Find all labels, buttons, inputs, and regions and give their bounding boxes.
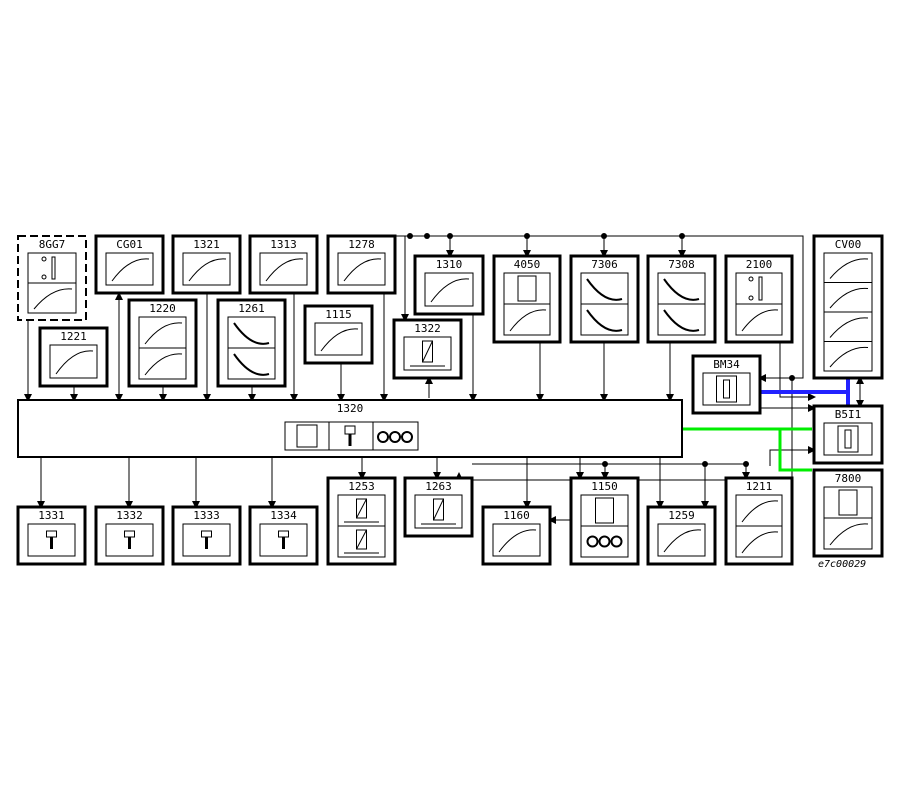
- wire: [395, 235, 804, 382]
- component-label: B5I1: [835, 408, 862, 421]
- component-1253[interactable]: 1253: [326, 476, 397, 566]
- component-1333[interactable]: 1333: [171, 505, 242, 566]
- temperature-sensor-icon: [49, 344, 98, 379]
- component-label: 1115: [325, 308, 352, 321]
- injector-icon: [259, 523, 308, 557]
- solenoid-and-turbo-icon: [337, 494, 386, 558]
- component-label: 1278: [348, 238, 375, 251]
- component-1220[interactable]: 1220: [127, 298, 198, 388]
- switch-and-pedal-icon: [657, 272, 706, 336]
- component-1221[interactable]: 1221: [38, 326, 109, 388]
- components: 1320 8GG7 CG01 1321 1313 1278 1221 1220 1261 1115…: [16, 234, 884, 566]
- wire: [769, 446, 816, 466]
- injector-icon: [182, 523, 231, 557]
- component-7306[interactable]: 7306: [569, 254, 640, 344]
- component-label: 1253: [348, 480, 375, 493]
- accelerator-pedal-icon: [227, 316, 276, 380]
- component-label: 1334: [270, 509, 297, 522]
- component-1160[interactable]: 1160: [481, 505, 552, 566]
- can-bus-wire: [760, 378, 850, 394]
- fuel-pump-icon: [735, 494, 783, 558]
- component-1259[interactable]: 1259: [646, 505, 717, 566]
- component-label: 1332: [116, 509, 143, 522]
- component-cv00[interactable]: CV00: [812, 234, 884, 380]
- component-4050[interactable]: 4050: [492, 254, 562, 344]
- component-label: 8GG7: [39, 238, 66, 251]
- component-1278[interactable]: 1278: [326, 234, 397, 295]
- solenoid-valve-icon: [403, 336, 452, 371]
- component-1313[interactable]: 1313: [248, 234, 319, 295]
- component-label: CV00: [835, 238, 862, 251]
- component-label: 1150: [591, 480, 618, 493]
- injector-icon: [105, 523, 154, 557]
- component-label: 1259: [668, 509, 695, 522]
- component-1263[interactable]: 1263: [403, 476, 474, 538]
- component-bm34[interactable]: BM34: [691, 354, 762, 415]
- ecu-and-esp-icon: [823, 486, 873, 550]
- relay-unit-icon: [823, 422, 873, 456]
- component-1332[interactable]: 1332: [94, 505, 165, 566]
- component-1261[interactable]: 1261: [216, 298, 287, 388]
- component-b5i1[interactable]: B5I1: [812, 404, 884, 465]
- wire: [779, 342, 816, 401]
- component-label: 1333: [193, 509, 220, 522]
- component-label: 1220: [149, 302, 176, 315]
- van-bus-wire: [778, 429, 812, 472]
- capacitor-icon: [182, 252, 231, 286]
- component-1115[interactable]: 1115: [303, 304, 374, 365]
- component-1334[interactable]: 1334: [248, 505, 319, 566]
- component-label: 1331: [38, 509, 65, 522]
- component-label: 7306: [591, 258, 618, 271]
- component-label: 1320: [337, 402, 364, 415]
- glow-plugs-icon: [492, 523, 541, 557]
- component-2100[interactable]: 2100: [724, 254, 794, 344]
- variable-resistor-icon: [424, 272, 474, 307]
- component-label: 1321: [193, 238, 220, 251]
- diagram-reference: e7c00029: [818, 559, 866, 570]
- engine-speed-sensor-icon: [259, 252, 308, 286]
- component-label: 1313: [270, 238, 297, 251]
- junction-dot: [407, 233, 413, 239]
- diagnostic-connector-icon: [105, 252, 154, 286]
- component-label: 1263: [425, 480, 452, 493]
- component-1321[interactable]: 1321: [171, 234, 242, 295]
- engine-icon: [657, 523, 706, 557]
- heater-resistor-icon: [337, 252, 386, 286]
- component-1150[interactable]: 1150: [569, 476, 640, 566]
- component-label: 7800: [835, 472, 862, 485]
- junction-dot: [424, 233, 430, 239]
- component-label: 1322: [414, 322, 441, 335]
- ecu-and-tank-icon: [503, 272, 551, 336]
- component-7308[interactable]: 7308: [646, 254, 717, 344]
- component-label: CG01: [116, 238, 143, 251]
- component-1322[interactable]: 1322: [392, 318, 463, 380]
- component-label: 1261: [238, 302, 265, 315]
- component-7800[interactable]: 7800: [812, 468, 884, 558]
- steering-wheel-module-icon: [823, 252, 873, 372]
- component-1320[interactable]: 1320: [17, 399, 683, 458]
- solenoid-valve-icon: [414, 494, 463, 529]
- relay-unit-icon: [702, 372, 751, 406]
- component-label: 1221: [60, 330, 87, 343]
- component-label: 1160: [503, 509, 530, 522]
- switch-and-light-icon: [27, 252, 77, 314]
- injector-icon: [27, 523, 76, 557]
- component-label: 7308: [668, 258, 695, 271]
- component-label: 1211: [746, 480, 773, 493]
- ecu-injector-glow-icon: [284, 421, 419, 451]
- component-1331[interactable]: 1331: [16, 505, 87, 566]
- coolant-temperature-icon: [138, 316, 187, 380]
- component-label: 1310: [436, 258, 463, 271]
- component-cg01[interactable]: CG01: [94, 234, 165, 295]
- switch-and-pedal-icon: [580, 272, 629, 336]
- ecu-and-glow-icon: [580, 494, 629, 558]
- cylinder-reference-sensor-icon: [314, 322, 363, 356]
- component-1310[interactable]: 1310: [413, 254, 485, 316]
- component-1211[interactable]: 1211: [724, 476, 794, 566]
- component-label: 2100: [746, 258, 773, 271]
- component-label: BM34: [713, 358, 740, 371]
- component-label: 4050: [514, 258, 541, 271]
- switch-and-brake-light-icon: [735, 272, 783, 336]
- component-8gg7[interactable]: 8GG7: [17, 235, 87, 321]
